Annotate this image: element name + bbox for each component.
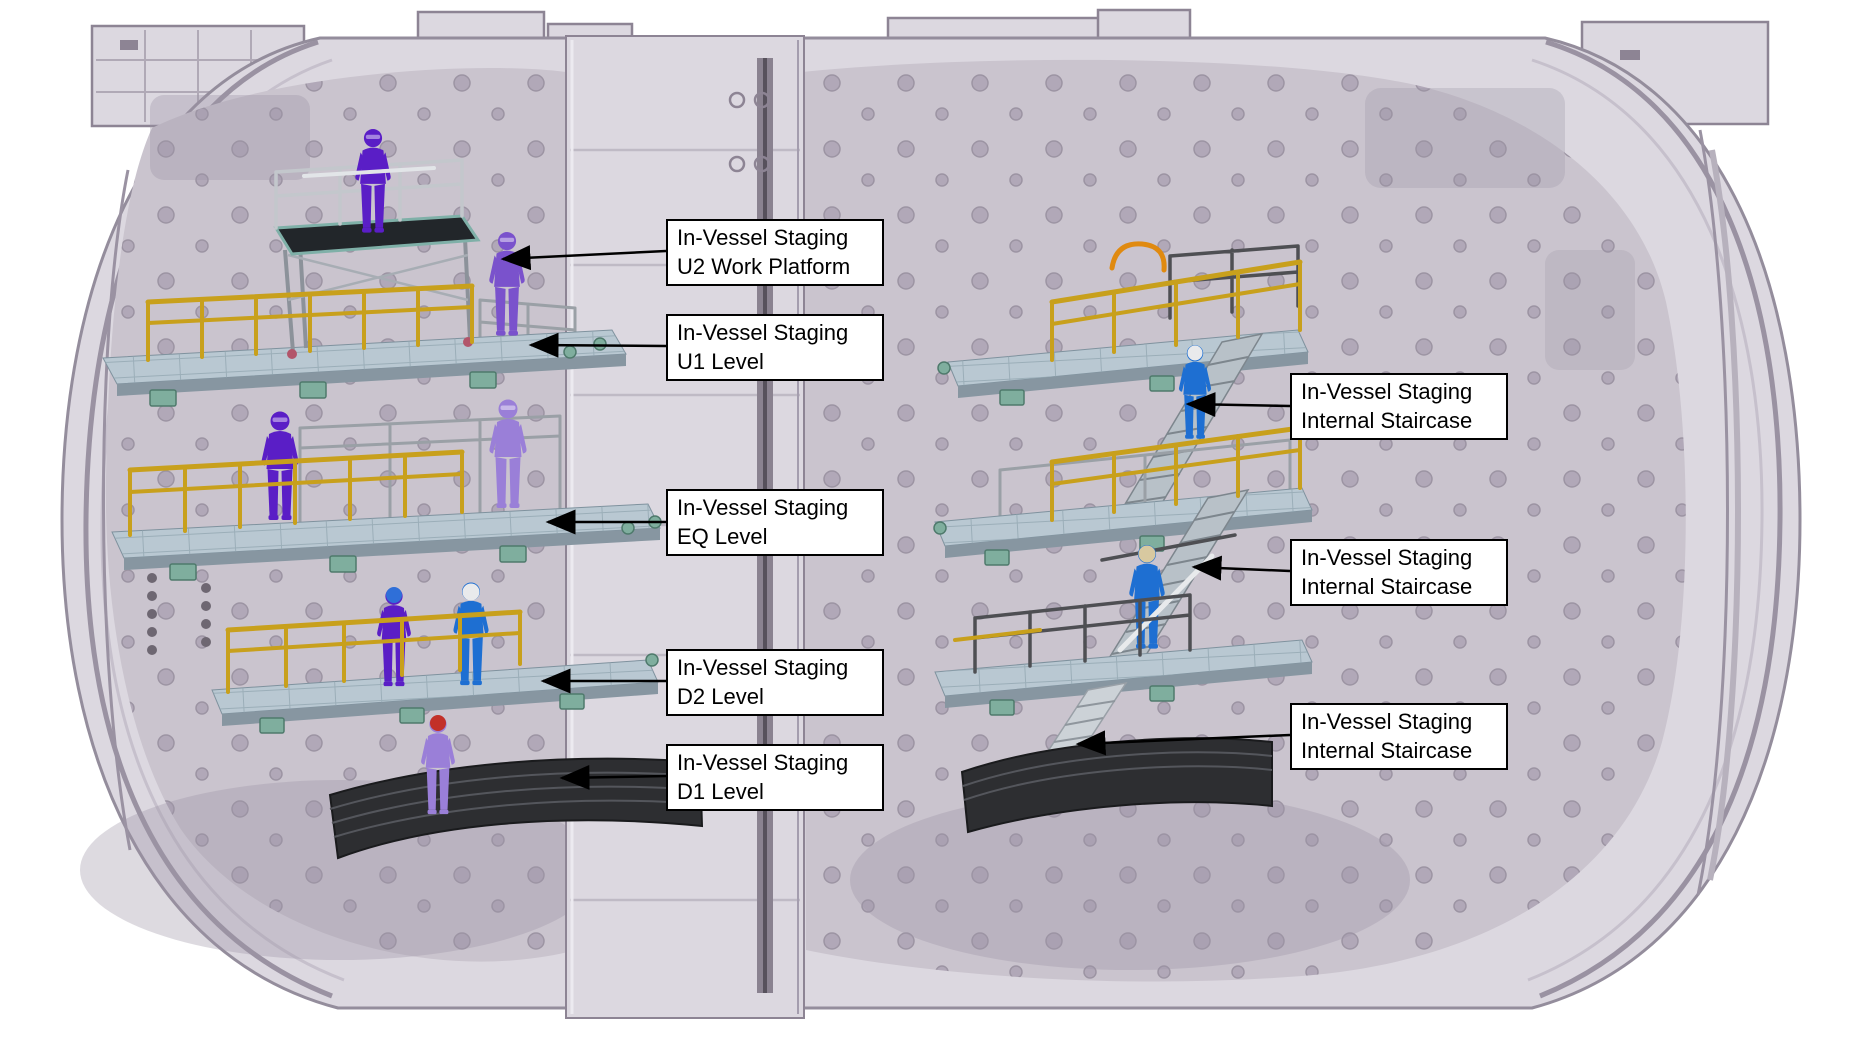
callout-line2: EQ Level <box>677 523 768 549</box>
u1-level-platform <box>102 298 627 407</box>
callout-line1: In-Vessel Staging <box>677 225 849 250</box>
eq-yellow-railing <box>127 449 465 537</box>
leader-line-staircase-upper <box>1185 392 1291 418</box>
helmet <box>462 583 480 601</box>
leader-line-u1-level <box>528 332 667 358</box>
callout-line2: Internal Staircase <box>1301 407 1473 433</box>
callout-line2: D1 Level <box>677 778 764 804</box>
callout-line2: D2 Level <box>677 683 764 709</box>
right-d1-grating <box>960 737 1273 834</box>
callout-u1-level: In-Vessel Staging U1 Level <box>666 314 884 382</box>
hand-pole <box>302 166 436 178</box>
callout-line1: In-Vessel Staging <box>677 655 849 680</box>
callout-line2: Internal Staircase <box>1301 573 1473 599</box>
callout-internal-staircase-mid: In-Vessel Staging Internal Staircase <box>1290 539 1508 607</box>
left-bay-interior <box>80 68 600 962</box>
orange-handrail <box>1109 241 1167 273</box>
callout-line2: Internal Staircase <box>1301 737 1473 763</box>
right-upper-yellow-railing <box>1049 241 1303 362</box>
helmet <box>1138 545 1156 563</box>
callout-line1: In-Vessel Staging <box>677 750 849 775</box>
callout-d1-level: In-Vessel Staging D1 Level <box>666 744 884 812</box>
callout-d2-level: In-Vessel Staging D2 Level <box>666 649 884 717</box>
callout-line1: In-Vessel Staging <box>1301 545 1473 570</box>
leader-line-d1-level <box>559 764 667 790</box>
callout-internal-staircase-lower: In-Vessel Staging Internal Staircase <box>1290 703 1508 771</box>
internal-staircase-mid <box>1096 488 1250 678</box>
helmet <box>386 587 402 603</box>
callout-line1: In-Vessel Staging <box>677 495 849 520</box>
gray-railing <box>973 593 1192 674</box>
callout-line1: In-Vessel Staging <box>1301 379 1473 404</box>
callout-line1: In-Vessel Staging <box>677 320 849 345</box>
eq-level-platform <box>111 414 662 581</box>
callout-line2: U1 Level <box>677 348 764 374</box>
helmet <box>430 715 446 731</box>
leader-line-u2-work-platform <box>500 245 667 271</box>
leader-lines <box>500 245 1291 790</box>
port-opening <box>1545 250 1635 370</box>
right-mid-yellow-railing <box>1049 425 1303 522</box>
callout-line2: U2 Work Platform <box>677 253 851 279</box>
callout-eq-level: In-Vessel Staging EQ Level <box>666 489 884 557</box>
right-lower-platform <box>934 593 1313 716</box>
port-opening <box>150 95 310 180</box>
helmet <box>1187 345 1203 361</box>
u1-yellow-railing <box>145 283 475 362</box>
callout-line1: In-Vessel Staging <box>1301 709 1473 734</box>
port-opening <box>1365 88 1565 188</box>
callout-u2-work-platform: In-Vessel Staging U2 Work Platform <box>666 219 884 287</box>
leader-line-staircase-lower <box>1075 730 1291 756</box>
callout-internal-staircase-upper: In-Vessel Staging Internal Staircase <box>1290 373 1508 441</box>
d1-level-grating <box>328 757 705 860</box>
d2-yellow-railing <box>225 609 523 694</box>
leader-line-staircase-mid <box>1191 555 1291 581</box>
